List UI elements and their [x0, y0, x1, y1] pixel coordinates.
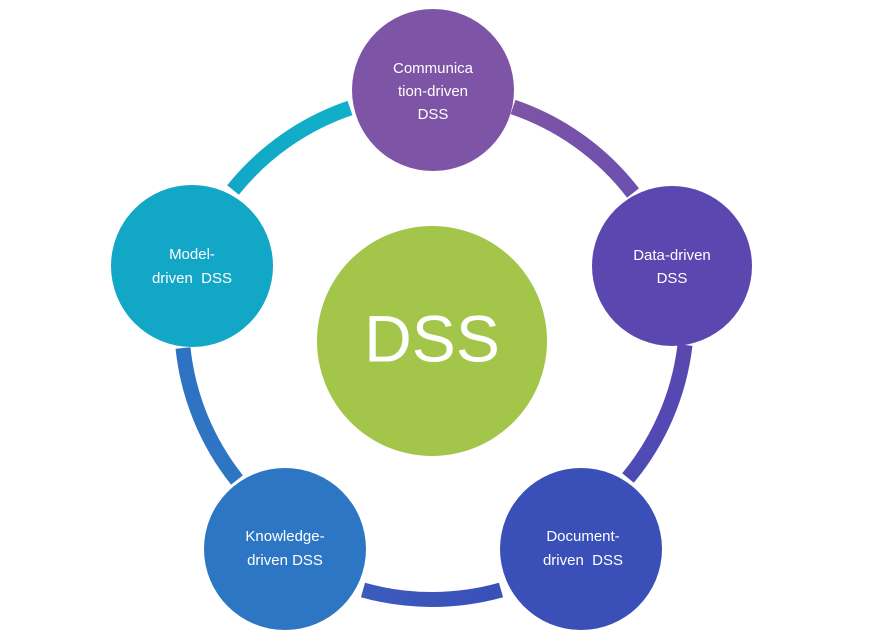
ring-arc-model-communication — [227, 100, 353, 195]
node-label: Model- — [169, 246, 215, 263]
node-label: Data-driven — [633, 247, 711, 264]
node-communication: Communica tion-driven DSS — [352, 9, 514, 171]
node-circle-communication — [352, 9, 514, 171]
node-label: tion-driven — [398, 83, 468, 100]
node-model: Model- driven DSS — [111, 185, 273, 347]
node-circle-model — [111, 185, 273, 347]
node-data: Data-driven DSS — [592, 186, 752, 346]
node-label: Document- — [546, 528, 619, 545]
node-circle-document — [500, 468, 662, 630]
node-knowledge: Knowledge- driven DSS — [204, 468, 366, 630]
node-label: Communica — [393, 60, 474, 77]
node-label: driven DSS — [152, 270, 232, 287]
node-circle-knowledge — [204, 468, 366, 630]
node-label: Knowledge- — [245, 528, 324, 545]
node-circle-data — [592, 186, 752, 346]
node-label: DSS — [657, 270, 688, 287]
center-label: DSS — [364, 301, 500, 375]
node-label: driven DSS — [543, 552, 623, 569]
node-label: driven DSS — [247, 552, 323, 569]
ring — [175, 99, 693, 607]
ring-arc-data-document — [622, 344, 693, 483]
node-label: DSS — [418, 106, 449, 123]
node-document: Document- driven DSS — [500, 468, 662, 630]
ring-arc-communication-data — [510, 99, 639, 198]
ring-arc-knowledge-model — [175, 347, 243, 485]
ring-arc-document-knowledge — [360, 582, 504, 607]
center-circle — [317, 226, 547, 456]
